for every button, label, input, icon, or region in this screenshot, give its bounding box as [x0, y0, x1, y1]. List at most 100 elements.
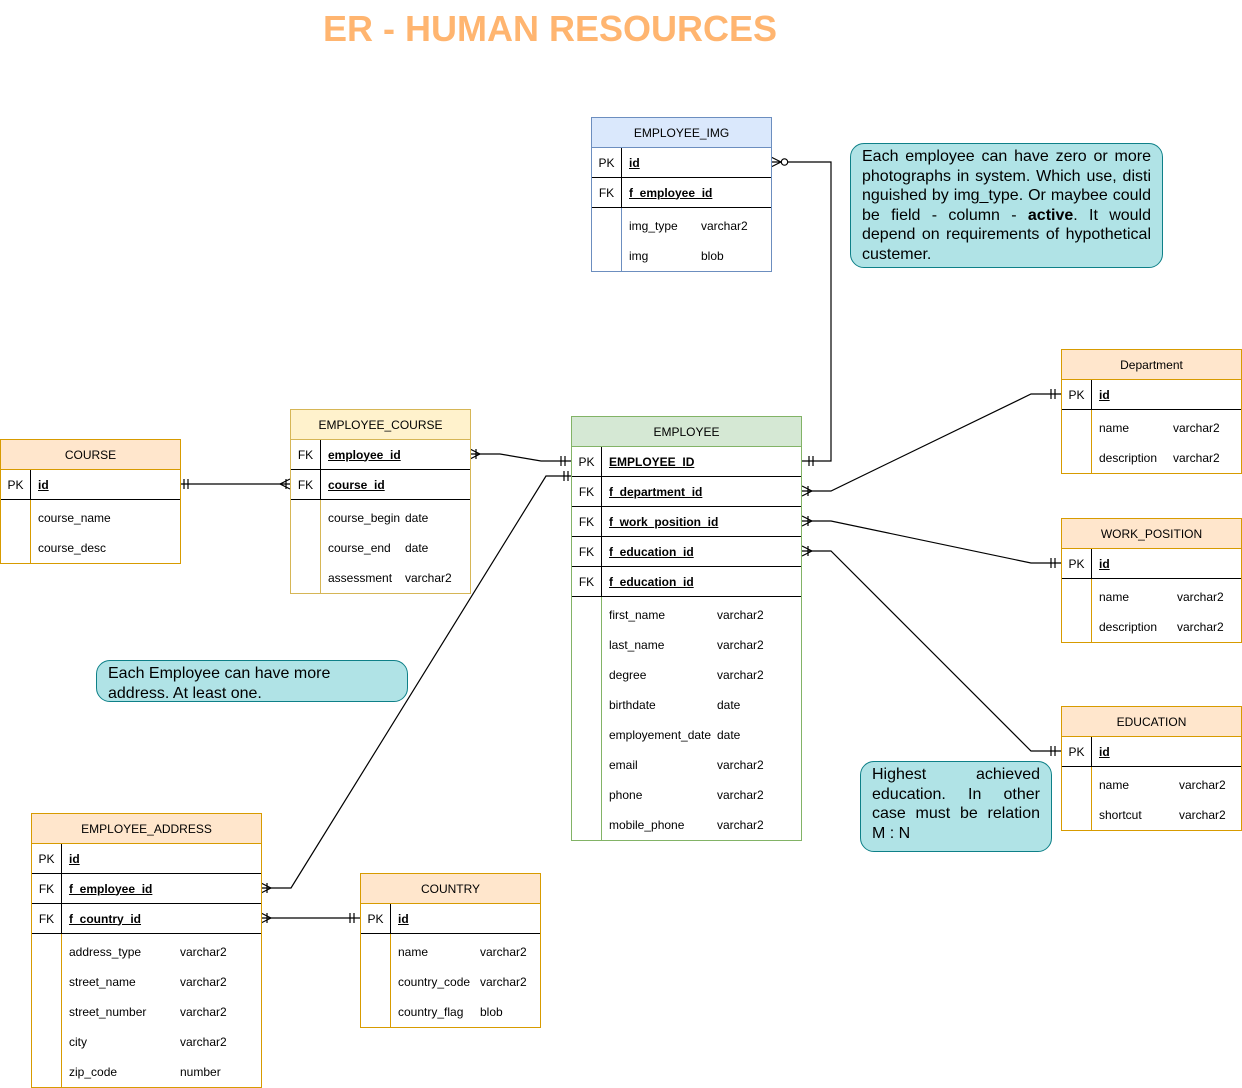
key-field-name: f_education_id — [609, 544, 694, 559]
note-employee-address: Each Employee can have more address. At … — [96, 660, 408, 702]
attribute-row[interactable]: first_name varchar2 — [572, 600, 801, 630]
attribute-name: course_begin — [328, 511, 401, 525]
key-type: PK — [361, 904, 391, 933]
key-field-name: f_work_position_id — [609, 514, 719, 529]
attribute-type: varchar2 — [717, 608, 764, 622]
attribute-type: varchar2 — [480, 975, 527, 989]
attribute-type: varchar2 — [1179, 778, 1226, 792]
attribute-type: varchar2 — [1173, 451, 1220, 465]
entity-title: COURSE — [1, 440, 180, 470]
key-field-name: f_country_id — [69, 911, 142, 926]
rel-employee-work-position — [801, 515, 1061, 568]
attribute-name: city — [69, 1035, 87, 1049]
attribute-row[interactable]: street_number varchar2 — [32, 997, 261, 1027]
key-type: FK — [291, 440, 321, 469]
attribute-type: date — [405, 511, 429, 525]
key-type: FK — [32, 904, 62, 933]
rel-course-employee-course — [180, 478, 291, 490]
note-education-text: Highest achieved education. In other cas… — [872, 766, 1040, 842]
attribute-name: address_type — [69, 945, 142, 959]
attribute-row[interactable]: zip_code number — [32, 1057, 261, 1087]
attribute-row[interactable]: course_name — [1, 503, 180, 533]
attribute-row[interactable]: course_begin date — [291, 503, 470, 533]
entity-title: EMPLOYEE_ADDRESS — [32, 814, 261, 844]
attribute-type: varchar2 — [480, 945, 527, 959]
key-type: FK — [572, 567, 602, 596]
entity-title: COUNTRY — [361, 874, 540, 904]
key-type: FK — [572, 477, 602, 506]
note-employee-img-bold: active — [1027, 206, 1074, 224]
attribute-name: first_name — [609, 608, 666, 622]
key-row[interactable]: FK f_country_id — [32, 904, 261, 934]
attribute-type: number — [180, 1065, 221, 1079]
entity-title: EMPLOYEE — [572, 417, 801, 447]
entity-title: EMPLOYEE_IMG — [592, 118, 771, 148]
entity-title: WORK_POSITION — [1062, 519, 1241, 549]
key-type: PK — [1, 470, 31, 499]
attribute-name: name — [1099, 590, 1130, 604]
rel-employee-address-country — [260, 912, 360, 924]
attribute-row[interactable]: course_desc — [1, 533, 180, 563]
key-type: PK — [572, 447, 602, 476]
attribute-name: street_number — [69, 1005, 147, 1019]
attribute-name: name — [398, 945, 429, 959]
attribute-name: zip_code — [69, 1065, 118, 1079]
attribute-gutter — [361, 934, 391, 1027]
attribute-row[interactable]: name varchar2 — [361, 937, 540, 967]
attribute-type: date — [405, 541, 429, 555]
attribute-type: varchar2 — [1179, 808, 1226, 822]
attribute-type: varchar2 — [180, 1005, 227, 1019]
attribute-gutter — [1062, 579, 1092, 642]
